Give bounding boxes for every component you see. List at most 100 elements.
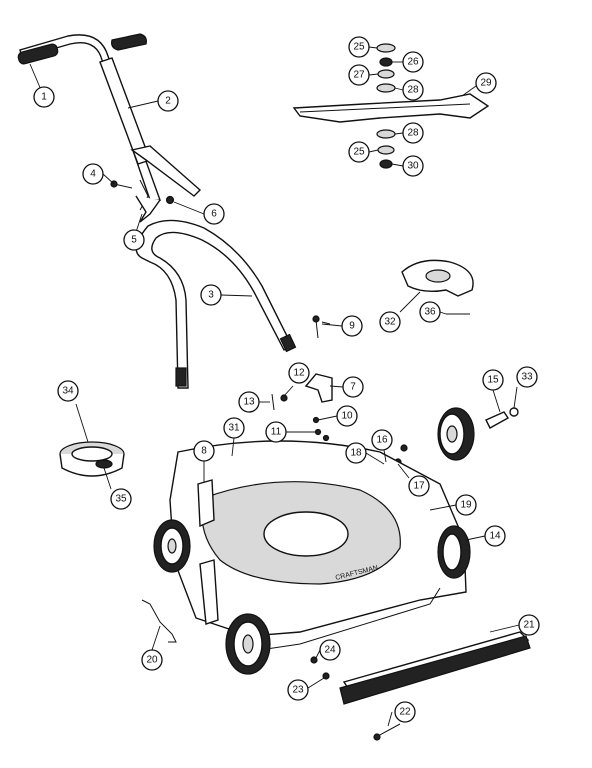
callout-label: 21 [523,620,535,631]
callout-label: 7 [350,382,356,393]
spring-20 [141,599,177,643]
callout-4: 4 [82,163,104,185]
rear-wheel-14 [437,525,471,579]
callout-label: 10 [341,411,353,422]
callout-36: 36 [419,301,441,323]
callout-label: 3 [208,290,214,301]
handle-bracket-8 [197,479,219,625]
callout-17: 17 [408,475,430,497]
lower-handle [135,219,297,389]
callout-25-top: 25 [348,36,370,58]
callout-label: 33 [521,372,533,383]
callout-11: 11 [265,421,287,443]
callout-label: 25 [353,147,365,158]
blade-hardware-stack [376,43,396,169]
callout-label: 20 [146,655,158,666]
callout-5: 5 [123,229,145,251]
callout-30: 30 [402,155,424,177]
callout-16: 16 [371,429,393,451]
callout-label: 18 [350,448,362,459]
callout-26: 26 [402,51,424,73]
callout-label: 23 [292,685,304,696]
callout-label: 4 [90,169,96,180]
callout-label: 36 [424,307,436,318]
callout-label: 29 [480,78,492,89]
callout-6: 6 [203,203,225,225]
callout-label: 31 [228,423,240,434]
bracket-7 [304,373,333,403]
callout-25-bottom: 25 [348,141,370,163]
callout-19: 19 [455,494,477,516]
callout-label: 1 [41,92,47,103]
blade-29 [292,93,490,123]
bolt-4 [110,180,133,189]
callout-label: 5 [131,235,137,246]
deflector-21 [339,631,531,705]
callout-label: 14 [489,531,501,542]
callout-label: 2 [165,96,171,107]
callout-10: 10 [336,405,358,427]
handle-grip-right [111,33,147,51]
callout-label: 34 [62,386,74,397]
callout-14: 14 [484,525,506,547]
callout-label: 15 [487,375,499,386]
callout-29: 29 [475,72,497,94]
callout-label: 32 [384,317,396,328]
callout-2: 2 [157,90,179,112]
callout-label: 35 [115,494,127,505]
callout-27: 27 [348,64,370,86]
front-wheel-left [153,519,191,573]
callout-label: 16 [376,435,388,446]
callout-13: 13 [238,391,260,413]
callout-21: 21 [518,614,540,636]
callout-28-top: 28 [402,79,424,101]
callout-label: 19 [460,500,472,511]
callout-23: 23 [287,679,309,701]
callout-35: 35 [110,488,132,510]
callout-label: 22 [399,707,411,718]
callout-20: 20 [141,649,163,671]
bracket-5 [135,195,161,223]
callout-label: 11 [271,427,282,438]
callout-label: 27 [353,70,365,81]
callout-1: 1 [33,86,55,108]
knob-6 [165,195,175,205]
callout-label: 9 [349,321,355,332]
callout-34: 34 [57,380,79,402]
callout-24: 24 [319,639,341,661]
callout-7: 7 [342,376,364,398]
callout-12: 12 [288,362,310,384]
rear-wheel-15 [437,407,519,461]
front-wheel-right [225,613,271,675]
screw-23 [322,672,330,680]
callout-9: 9 [341,315,363,337]
motor-34 [59,441,125,477]
callout-15: 15 [482,369,504,391]
callout-8: 8 [193,440,215,462]
callout-label: 25 [353,42,365,53]
callout-3: 3 [200,284,222,306]
callout-33: 33 [516,366,538,388]
upper-handle [17,34,202,211]
callout-label: 8 [201,446,207,457]
callout-label: 30 [407,161,419,172]
callout-label: 17 [413,481,425,492]
callout-18: 18 [345,442,367,464]
callout-32: 32 [379,311,401,333]
bolt-9 [312,315,331,339]
callout-label: 24 [324,645,336,656]
callout-label: 13 [243,397,255,408]
callout-31: 31 [223,417,245,439]
callout-label: 28 [407,85,419,96]
screw-22 [373,723,401,741]
callout-label: 6 [211,209,217,220]
callout-label: 12 [293,368,305,379]
callout-28-bottom: 28 [402,122,424,144]
callout-22: 22 [394,701,416,723]
mower-deck-19: CRAFTSMAN [169,440,467,651]
adapter-plate-32 [401,259,474,297]
screw-24 [310,656,318,664]
callout-label: 26 [407,57,419,68]
callout-label: 28 [407,128,419,139]
